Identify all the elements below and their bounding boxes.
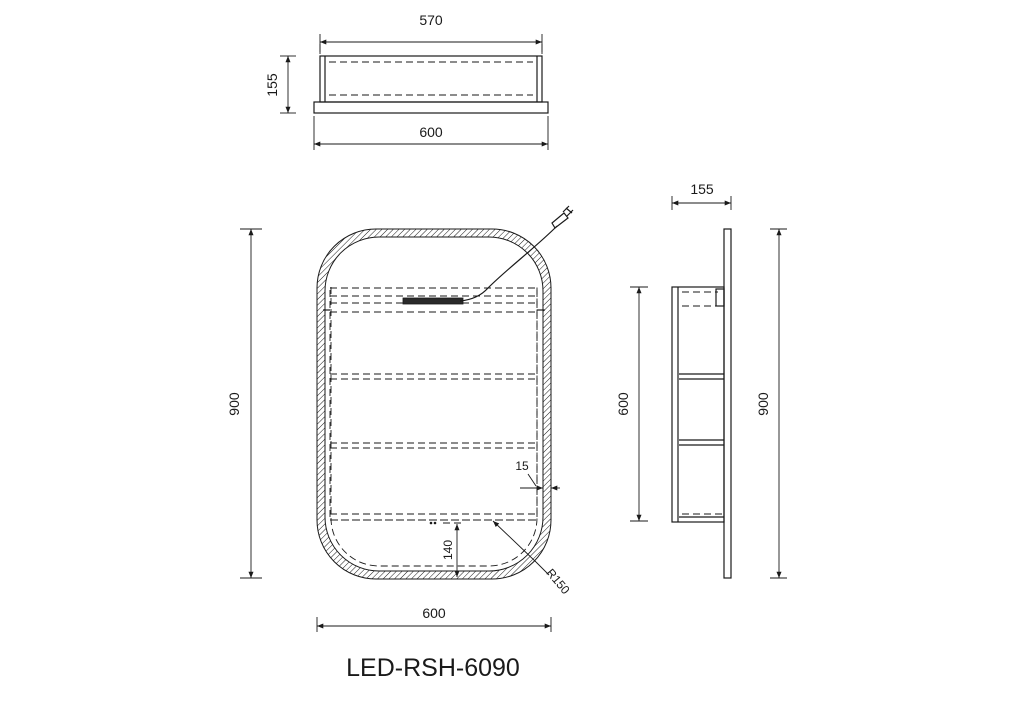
- dimension-outer-width: 600: [313, 116, 549, 150]
- label-total-height: 900: [755, 392, 771, 416]
- mirror-frame: [316, 228, 552, 580]
- front-shelves: [323, 295, 545, 521]
- dimension-inner-width: 570: [319, 12, 543, 54]
- label-cabinet-height: 600: [615, 392, 631, 416]
- dimension-corner-radius: R150: [492, 520, 573, 597]
- side-view-body: [671, 228, 732, 579]
- dimension-front-height: 900: [226, 228, 262, 579]
- dimension-total-height: 900: [755, 228, 787, 579]
- dimension-top-depth: 155: [264, 55, 296, 114]
- label-top-depth: 155: [264, 73, 280, 97]
- label-outer-width: 600: [419, 124, 443, 140]
- dimension-bottom-offset: 140: [441, 524, 460, 577]
- front-view: 15 140 R150 900 600: [226, 205, 574, 632]
- label-front-width: 600: [422, 605, 446, 621]
- label-corner-radius: R150: [543, 566, 572, 597]
- dimension-cabinet-height: 600: [615, 286, 648, 522]
- dimension-front-width: 600: [316, 605, 552, 632]
- label-side-depth: 155: [690, 181, 714, 197]
- label-front-height: 900: [226, 392, 242, 416]
- side-view: 155 600 900: [615, 181, 787, 579]
- power-cable: [459, 225, 558, 302]
- top-view-body: [313, 55, 549, 114]
- led-sensor-bar: [402, 297, 464, 305]
- label-bottom-offset: 140: [441, 540, 455, 560]
- dimension-frame-thickness: 15: [515, 459, 560, 491]
- power-plug-icon: [551, 205, 574, 229]
- label-inner-width: 570: [419, 12, 443, 28]
- top-view: 570 155 600: [264, 12, 549, 150]
- label-frame-thickness: 15: [515, 459, 529, 473]
- dimension-side-depth: 155: [671, 181, 732, 210]
- model-title: LED-RSH-6090: [346, 654, 520, 682]
- sensor-dots: [429, 521, 465, 525]
